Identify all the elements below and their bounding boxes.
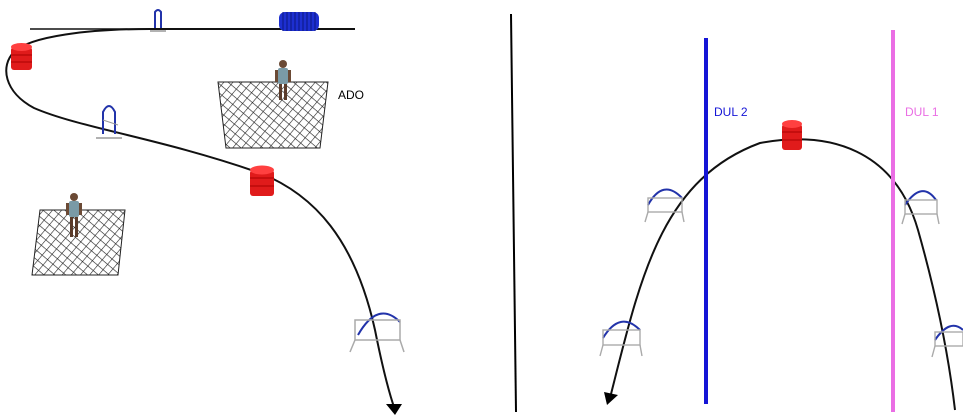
hoop-bottom-left-panel bbox=[349, 312, 405, 353]
hoop-right-upper-left bbox=[644, 188, 685, 223]
arrowhead-left bbox=[386, 404, 402, 415]
handler-figure-top bbox=[275, 60, 291, 100]
left-panel: ADO bbox=[5, 9, 405, 415]
label-dul-2: DUL 2 bbox=[714, 105, 748, 119]
panel-divider bbox=[510, 13, 517, 413]
barrel-right bbox=[782, 120, 802, 150]
handler-zone-mat-lower bbox=[31, 193, 126, 276]
barrel-center bbox=[250, 165, 274, 196]
hoop-mid-left bbox=[96, 105, 122, 139]
zone-label-ado: ADO bbox=[338, 88, 364, 102]
tunnel bbox=[279, 12, 319, 31]
course-path-right bbox=[609, 138, 956, 411]
barrel-top-left bbox=[11, 43, 32, 70]
right-panel: DUL 2 DUL 1 bbox=[599, 30, 963, 412]
arrowhead-right bbox=[604, 392, 618, 405]
label-dul-1: DUL 1 bbox=[905, 105, 939, 119]
handler-figure-lower bbox=[66, 193, 82, 237]
hoop-top bbox=[150, 9, 166, 32]
handler-zone-mat-ado bbox=[217, 60, 329, 149]
hoop-right-lower-right bbox=[931, 324, 963, 358]
hoop-right-upper-right bbox=[901, 190, 940, 225]
hoop-right-lower-left bbox=[599, 320, 643, 357]
